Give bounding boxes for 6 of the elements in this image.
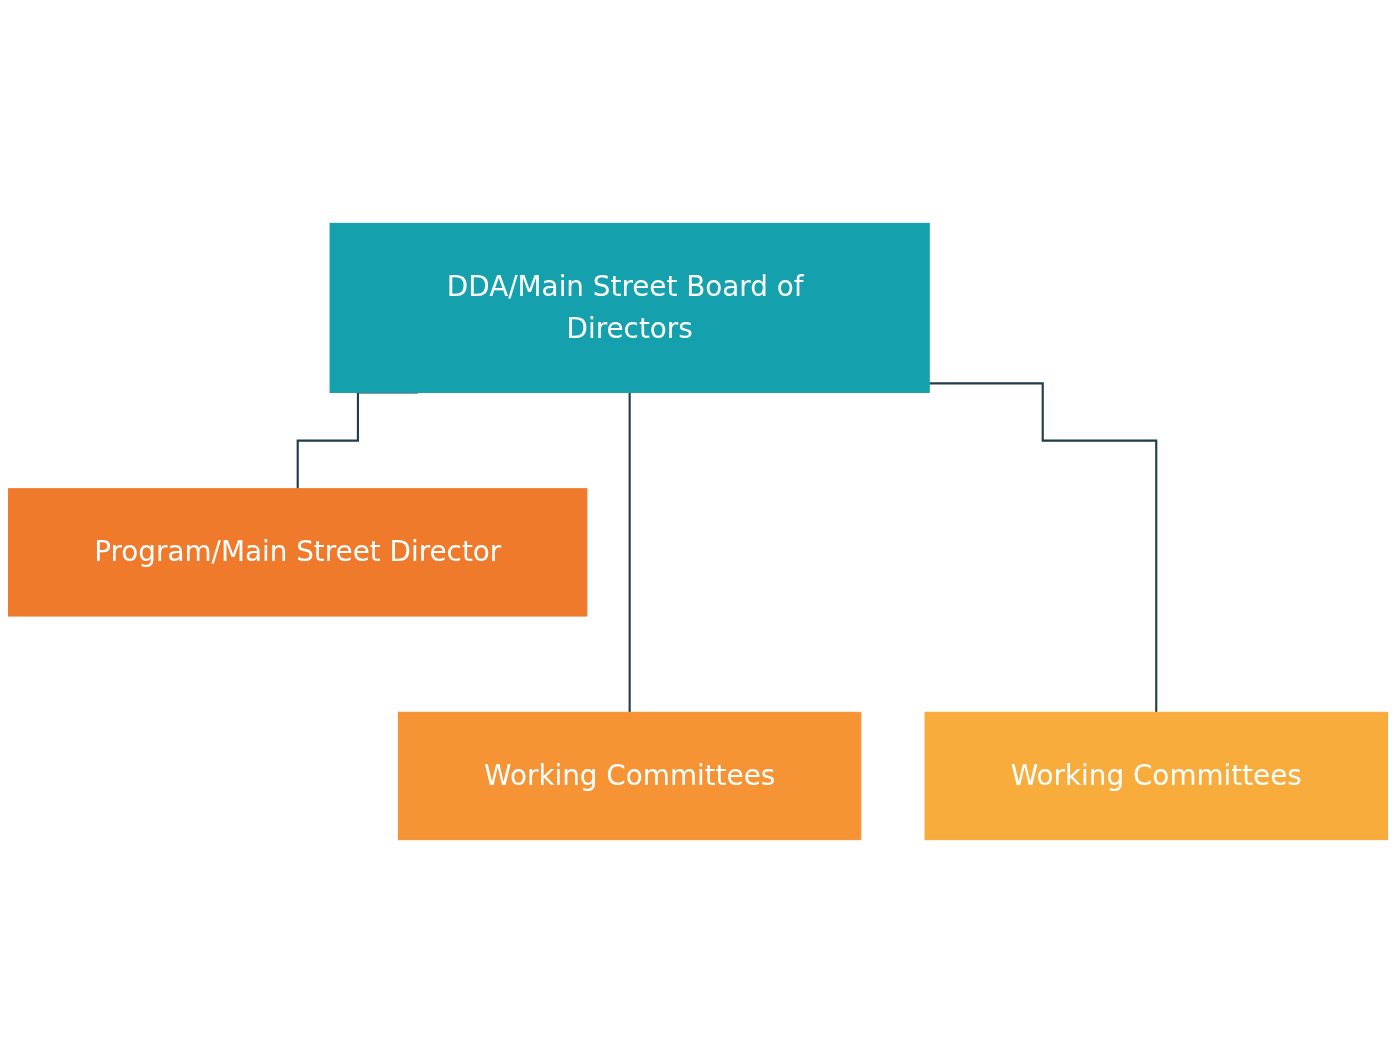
connector — [628, 391, 631, 714]
node-box: Working Committees — [397, 711, 862, 841]
node-box: DDA/Main Street Board of Directors — [329, 222, 930, 393]
node-box: Working Committees — [924, 711, 1388, 841]
connector — [929, 382, 1158, 714]
node-box: Program/Main Street Director — [8, 488, 588, 617]
